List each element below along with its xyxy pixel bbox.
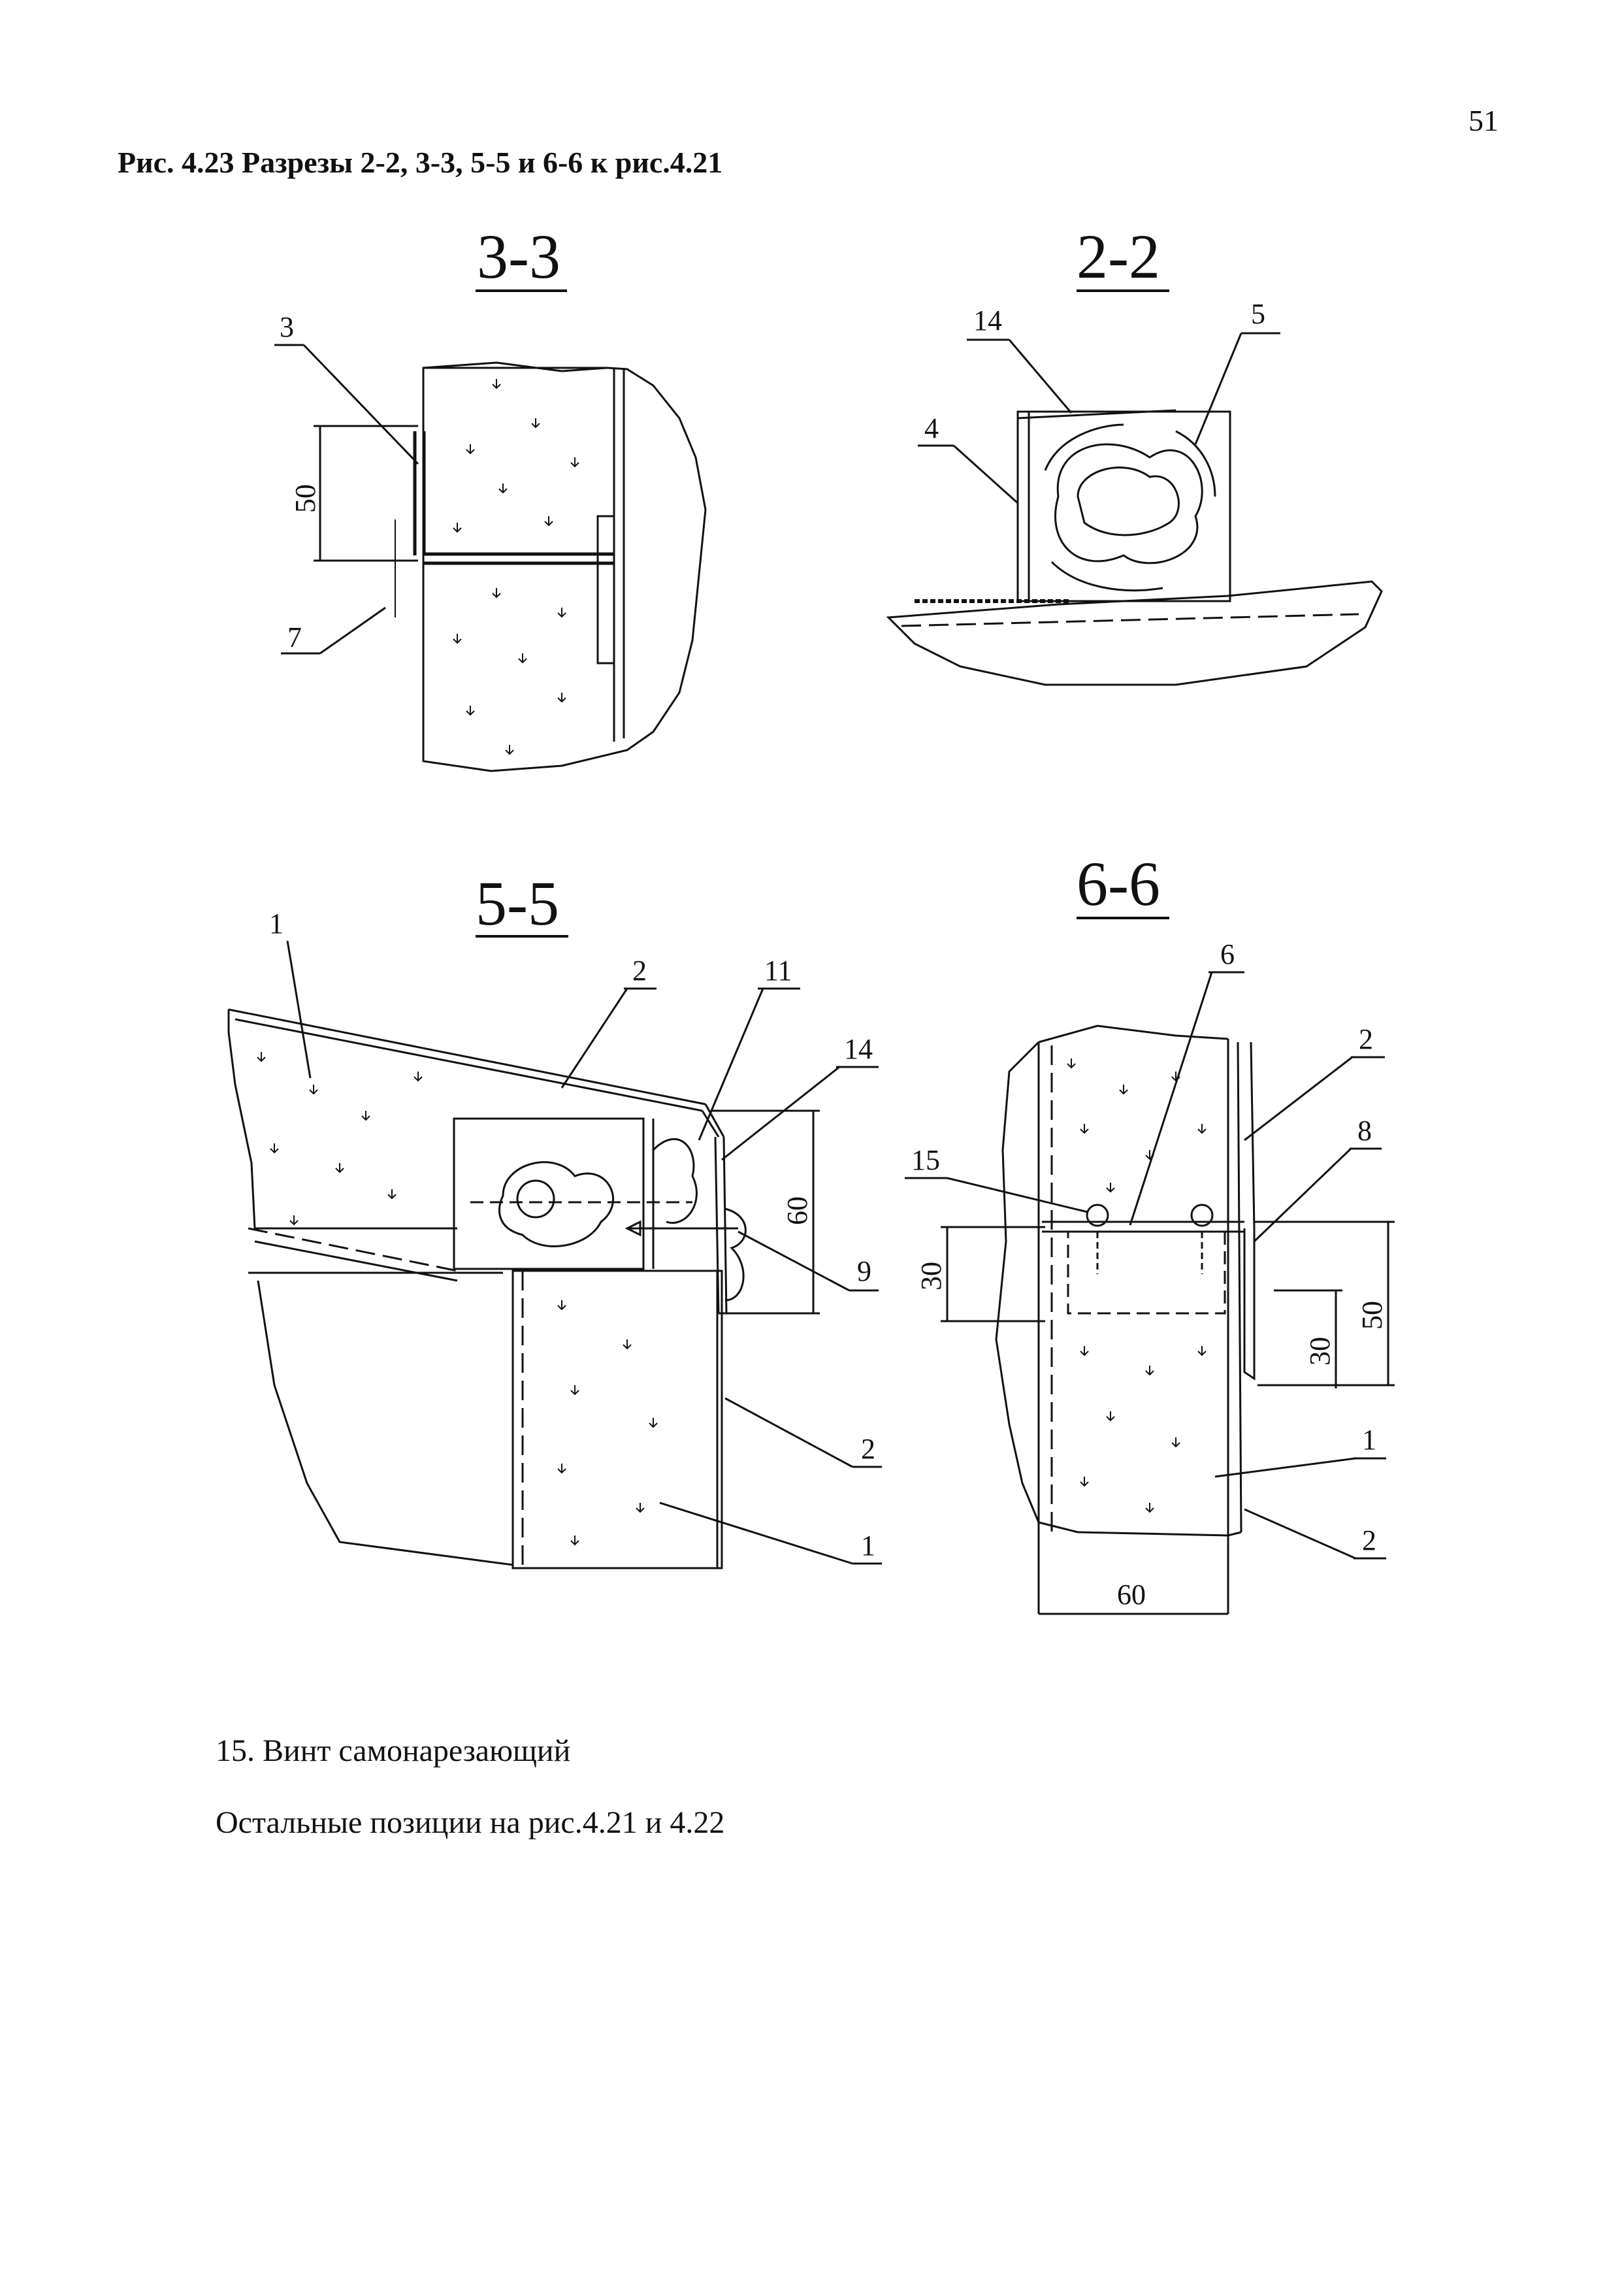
label-9-5-5: 9 <box>857 1255 871 1287</box>
label-4-2-2: 4 <box>924 412 939 444</box>
section-2-2: 2-2 14 5 4 <box>886 221 1383 686</box>
section-title-5-5: 5-5 <box>476 868 559 938</box>
section-6-6: 6-6 <box>905 849 1395 1615</box>
legend-note-15: 15. Винт самонарезающий <box>216 1733 571 1768</box>
label-15-6-6: 15 <box>911 1144 940 1176</box>
dim-30-left-6-6: 30 <box>915 1262 947 1290</box>
label-2-lower-5-5: 2 <box>861 1433 875 1465</box>
label-2-lower-6-6: 2 <box>1362 1524 1376 1556</box>
label-14-5-5: 14 <box>844 1033 873 1065</box>
dim-30-right-6-6: 30 <box>1304 1337 1336 1366</box>
figure-caption: Рис. 4.23 Разрезы 2-2, 3-3, 5-5 и 6-6 к … <box>118 146 723 179</box>
label-5-2-2: 5 <box>1251 298 1265 330</box>
section-title-3-3: 3-3 <box>477 221 560 291</box>
dim-60-5-5: 60 <box>781 1196 813 1225</box>
label-14-2-2: 14 <box>973 304 1002 336</box>
label-7-3-3: 7 <box>287 621 302 653</box>
legend-note-other: Остальные позиции на рис.4.21 и 4.22 <box>216 1805 725 1840</box>
dim-50-6-6: 50 <box>1356 1301 1388 1330</box>
dim-50-3-3: 50 <box>289 484 321 513</box>
section-title-6-6: 6-6 <box>1077 849 1160 919</box>
label-11-5-5: 11 <box>764 955 792 987</box>
dim-60-6-6: 60 <box>1117 1579 1146 1611</box>
label-1-lower-5-5: 1 <box>861 1530 875 1562</box>
page-number: 51 <box>1468 104 1499 137</box>
label-1-upper-5-5: 1 <box>269 908 284 940</box>
label-2-upper-6-6: 2 <box>1359 1023 1373 1055</box>
section-3-3: 3-3 <box>274 221 707 772</box>
label-8-6-6: 8 <box>1357 1115 1372 1147</box>
section-title-2-2: 2-2 <box>1077 221 1160 291</box>
section-5-5: 5-5 <box>227 868 882 1569</box>
label-2-upper-5-5: 2 <box>632 955 647 987</box>
label-1-6-6: 1 <box>1362 1424 1376 1456</box>
label-3-3-3: 3 <box>280 311 294 343</box>
label-6-6-6: 6 <box>1220 938 1235 970</box>
